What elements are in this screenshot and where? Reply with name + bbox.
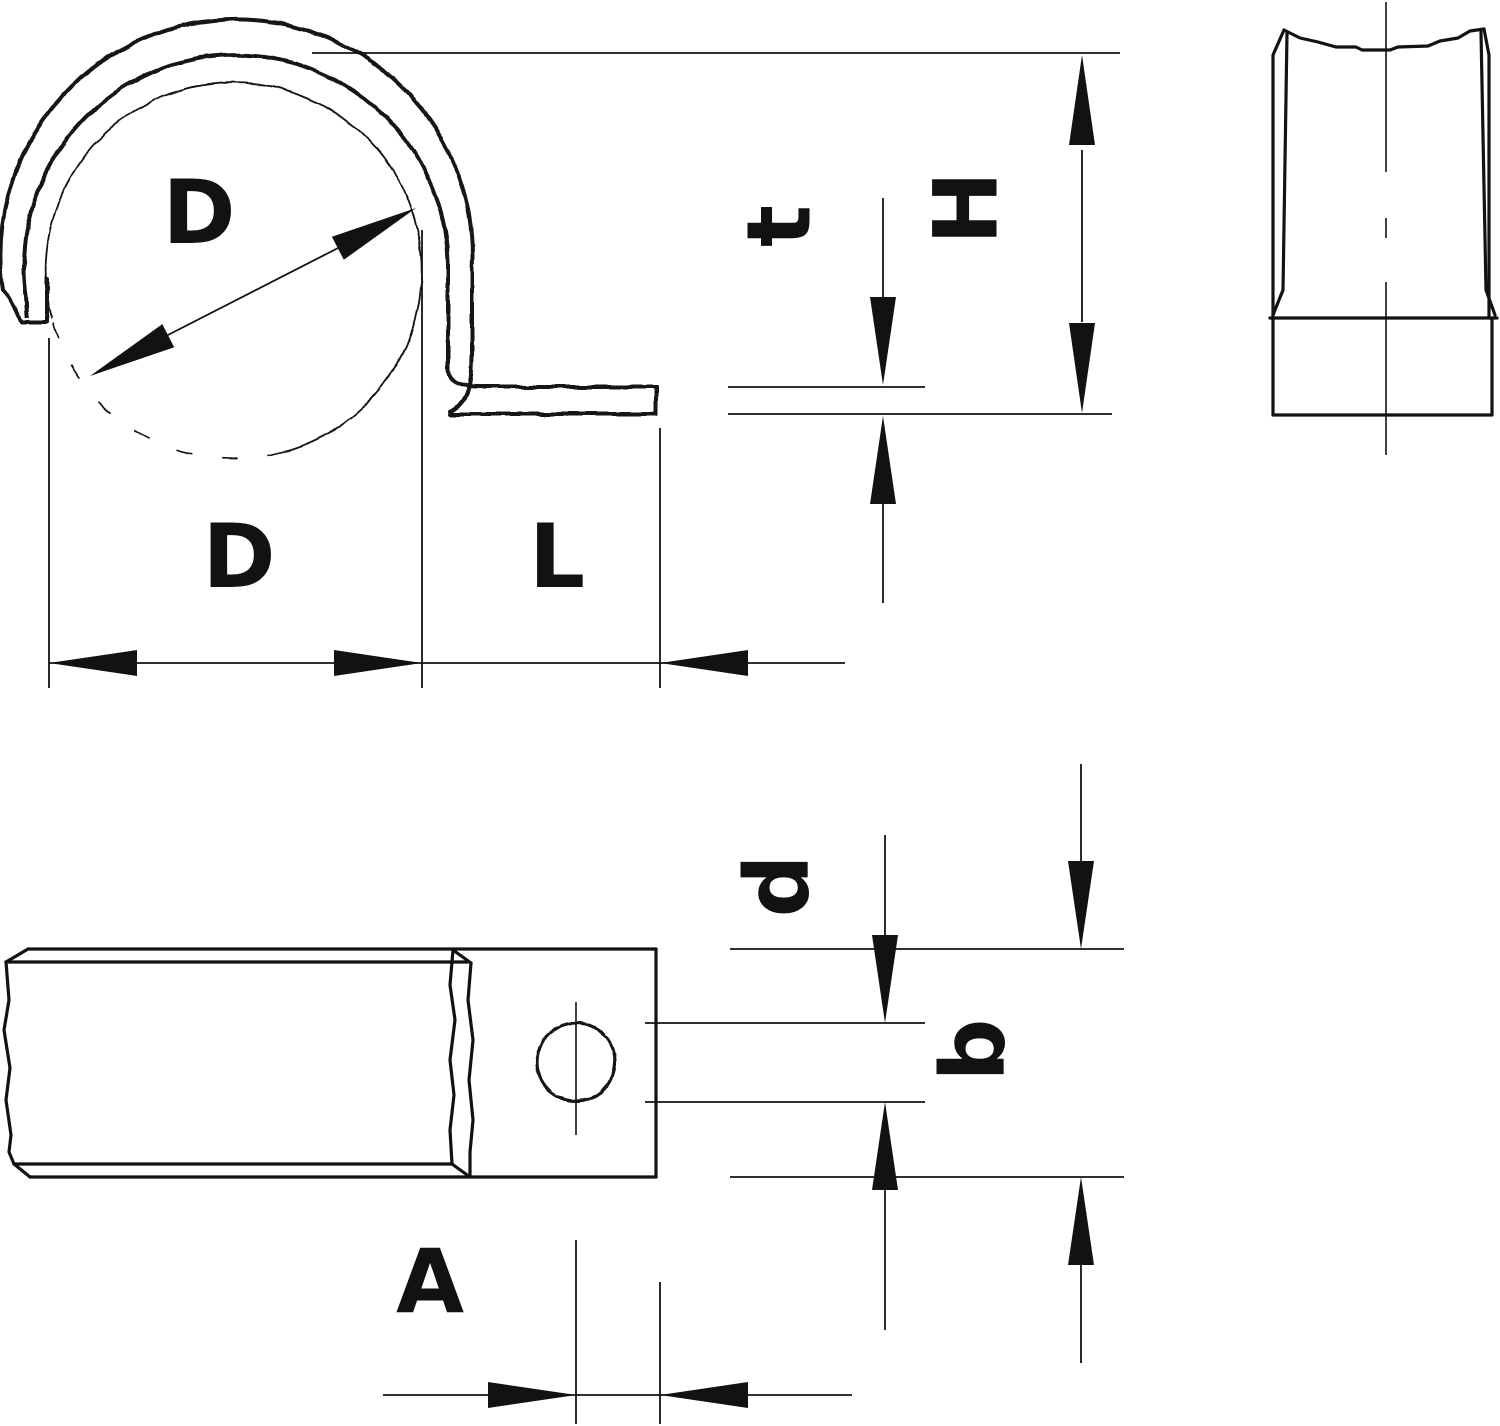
arrowhead-L-right — [660, 650, 748, 676]
dim-d-label: d — [726, 855, 829, 918]
arrowhead-b-down — [1068, 861, 1094, 949]
pipe-circle-dashed — [51, 318, 284, 460]
arrowhead-D-right — [334, 650, 422, 676]
clamp-band-left-end-inner — [24, 294, 29, 318]
arrowhead-A-right — [488, 1382, 576, 1408]
pipe-diameter-arrow — [90, 208, 416, 376]
diameter-arrowhead-lower-left — [90, 324, 175, 376]
arrowhead-A-left — [660, 1382, 748, 1408]
front-right-inner-edge — [1479, 30, 1497, 317]
dim-H-label: H — [915, 171, 1018, 245]
clamp-band-outer-edge — [0, 17, 475, 413]
arrowhead-d-down — [872, 935, 898, 1023]
strap-break-line-1 — [448, 948, 457, 1166]
arrowhead-d-up — [872, 1102, 898, 1190]
dim-D-label: D — [202, 505, 275, 608]
strap-break-bevel-top — [451, 948, 473, 965]
front-left-outer-edge — [1271, 28, 1286, 320]
front-view-clamp — [1268, 2, 1499, 455]
top-view-strap — [2, 947, 658, 1179]
front-top-wavy-edge — [1282, 27, 1486, 52]
dim-A-label: A — [396, 1230, 464, 1333]
strap-left-break-line — [2, 960, 16, 1166]
dimension-d-b: d b — [645, 764, 1124, 1363]
clamp-band-inner-edge — [22, 53, 480, 389]
arrowhead-H-up — [1069, 55, 1095, 145]
arrowhead-t-down — [870, 297, 896, 385]
strap-break-line-2 — [466, 961, 475, 1178]
strap-break-bevel-bottom — [450, 1162, 472, 1179]
clamp-band-group — [0, 17, 658, 460]
front-left-inner-edge — [1271, 31, 1289, 317]
arrowhead-H-down — [1069, 323, 1095, 413]
arrowhead-D-left — [49, 650, 137, 676]
front-right-outer-edge — [1482, 27, 1491, 320]
dim-L-label: L — [529, 505, 585, 608]
strap-left-bevel-top — [4, 947, 30, 964]
dim-t-label: t — [728, 205, 831, 247]
dimension-t-H: t H — [312, 52, 1120, 603]
dimension-D-L: D L — [48, 230, 845, 688]
arrowhead-b-up — [1068, 1177, 1094, 1265]
front-foot-rect — [1271, 316, 1494, 417]
side-view-clamp: D — [0, 17, 658, 460]
arrowhead-t-up — [870, 416, 896, 504]
diameter-arrow-line — [165, 246, 341, 337]
strap-left-bevel-bottom — [12, 1162, 32, 1179]
pipe-circle-solid — [44, 81, 423, 453]
dimension-A: A — [383, 1230, 852, 1424]
pipe-diameter-label: D — [162, 161, 235, 264]
dim-b-label: b — [922, 1019, 1025, 1082]
diameter-arrowhead-upper-right — [331, 208, 416, 260]
clamp-band-left-end-cap — [1, 277, 49, 324]
